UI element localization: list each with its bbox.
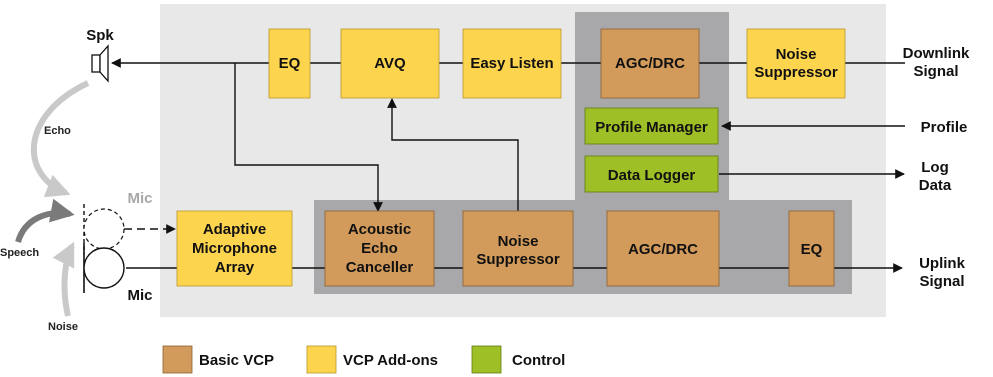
spk-label: Spk (86, 27, 114, 44)
legend-control-label: Control (512, 352, 565, 369)
uplink-signal-label-2: Signal (919, 273, 964, 290)
legend-basic-label: Basic VCP (199, 352, 274, 369)
uplink-signal-label-1: Uplink (919, 255, 965, 272)
avq-block: AVQ (340, 28, 440, 99)
downlink-agc-drc-block: AGC/DRC (600, 28, 700, 99)
aec-label-2: Echo (361, 240, 398, 257)
downlink-ns-label-1: Noise (776, 46, 817, 63)
uplink-eq-label: EQ (801, 241, 823, 258)
speaker-icon (91, 44, 109, 83)
data-logger-block: Data Logger (584, 155, 719, 193)
legend-addons-swatch (306, 345, 337, 374)
uplink-noise-suppressor-block: Noise Suppressor (462, 210, 574, 287)
uplink-eq-block: EQ (788, 210, 835, 287)
mic-top-icon (83, 204, 125, 254)
downlink-eq-block: EQ (268, 28, 311, 99)
ama-label-2: Microphone (192, 240, 277, 257)
ama-label-1: Adaptive (203, 221, 266, 238)
downlink-signal-label-2: Signal (913, 63, 958, 80)
downlink-noise-suppressor-block: Noise Suppressor (746, 28, 846, 99)
ama-label-3: Array (215, 259, 255, 276)
aec-block: Acoustic Echo Canceller (324, 210, 435, 287)
aec-reference-line (234, 63, 383, 212)
mic-bottom-label: Mic (127, 287, 152, 304)
downlink-signal-label-1: Downlink (903, 45, 970, 62)
aec-label-3: Canceller (346, 259, 414, 276)
profile-label: Profile (921, 119, 968, 136)
legend-control-swatch (471, 345, 502, 374)
legend-addons-label: VCP Add-ons (343, 352, 438, 369)
uplink-agc-drc-block: AGC/DRC (606, 210, 720, 287)
avq-noise-line (387, 98, 519, 212)
uplink-ns-label-1: Noise (498, 233, 539, 250)
uplink-agc-drc-label: AGC/DRC (628, 241, 698, 258)
avq-label: AVQ (374, 55, 406, 72)
profile-manager-block: Profile Manager (584, 107, 719, 145)
echo-label: Echo (44, 125, 71, 137)
noise-label: Noise (48, 321, 78, 333)
data-logger-label: Data Logger (608, 167, 696, 184)
legend-basic-swatch (162, 345, 193, 374)
profile-manager-label: Profile Manager (595, 119, 708, 136)
speech-label: Speech (0, 247, 39, 259)
adaptive-mic-array-block: Adaptive Microphone Array (176, 210, 293, 287)
noise-arrow (52, 241, 75, 317)
aec-label-1: Acoustic (348, 221, 411, 238)
easy-listen-label: Easy Listen (470, 55, 553, 72)
uplink-ns-label-2: Suppressor (476, 251, 560, 268)
easy-listen-block: Easy Listen (462, 28, 562, 99)
log-data-label-1: Log (921, 159, 949, 176)
mic-top-label: Mic (127, 190, 152, 207)
speech-arrow (15, 198, 75, 244)
downlink-agc-drc-label: AGC/DRC (615, 55, 685, 72)
echo-arrow (30, 80, 90, 198)
downlink-eq-label: EQ (279, 55, 301, 72)
log-data-label-2: Data (919, 177, 952, 194)
downlink-ns-label-2: Suppressor (754, 64, 838, 81)
mic-bottom-icon (83, 243, 125, 293)
legend: Basic VCP VCP Add-ons Control (162, 345, 565, 374)
